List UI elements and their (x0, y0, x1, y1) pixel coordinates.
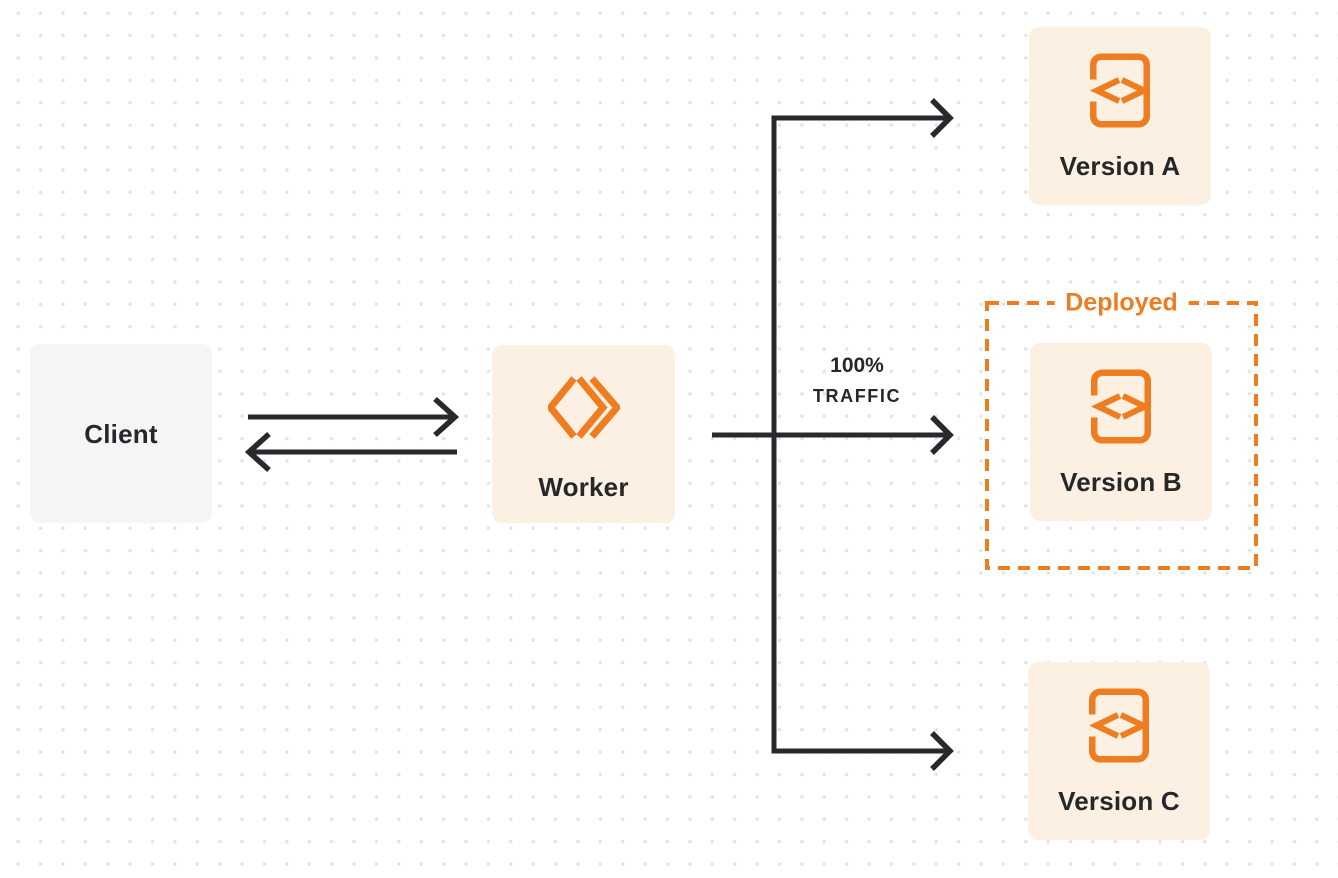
arrow-to-version-a (930, 98, 954, 138)
client-to-worker-arrow (248, 396, 460, 438)
version-b-label: Version B (1060, 467, 1182, 497)
deployed-dashed-border (985, 301, 1258, 570)
worker-fanout-trunk (712, 115, 946, 754)
client-label: Client (84, 418, 158, 449)
cloudflare-workers-icon (545, 376, 622, 439)
traffic-caption-label: TRAFFIC (812, 386, 902, 406)
version-c-node: Version C (1028, 662, 1210, 840)
code-file-icon (1089, 53, 1151, 128)
worker-node: Worker (492, 345, 675, 523)
deployed-label: Deployed (1054, 288, 1189, 318)
version-a-node: Version A (1029, 27, 1211, 205)
code-file-icon (1090, 369, 1152, 444)
version-b-node: Version B (1030, 343, 1212, 521)
worker-label: Worker (538, 472, 629, 502)
code-file-icon (1088, 688, 1150, 763)
arrow-to-version-b (930, 415, 954, 455)
version-c-label: Version C (1058, 786, 1180, 816)
deployed-boundary: Deployed (985, 288, 1258, 570)
client-node: Client (30, 344, 212, 523)
worker-to-client-arrow (244, 431, 457, 473)
traffic-percent-label: 100% (830, 354, 884, 377)
traffic-label: 100% TRAFFIC (767, 350, 947, 412)
version-a-label: Version A (1059, 151, 1181, 181)
arrow-to-version-c (930, 731, 954, 771)
